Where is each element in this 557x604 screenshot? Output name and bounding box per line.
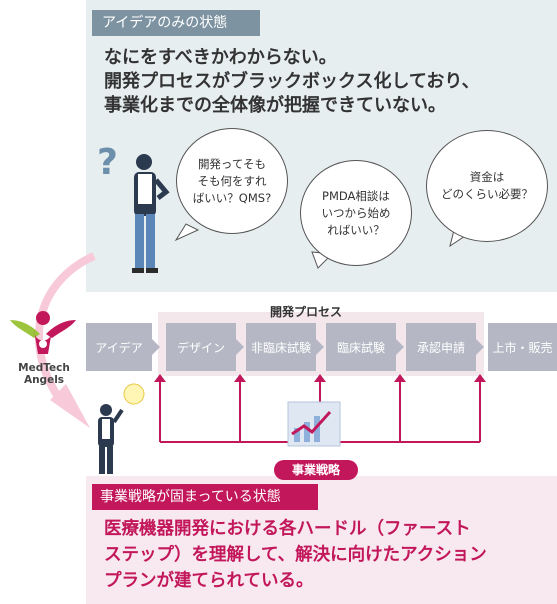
- step-arrows: [152, 339, 484, 355]
- current-state-heading: なにをすべきかわからない。 開発プロセスがブラックボックス化しており、 事業化ま…: [104, 46, 544, 118]
- process-step-idea: アイデア: [86, 323, 152, 371]
- question-mark-icon: ?: [97, 142, 118, 183]
- logo-text: MedTech Angels: [14, 362, 74, 386]
- process-step-launch: 上市・販売: [488, 323, 557, 371]
- current-state-heading-line: 事業化までの全体像が把握できていない。: [104, 95, 446, 116]
- confident-person-illustration: [98, 383, 145, 474]
- question-bubble-pmda: PMDA相談は いつから始め ればいい？: [300, 160, 412, 266]
- business-strategy-label: 事業戦略: [274, 460, 358, 480]
- question-bubble-qms: 開発ってそも そも何をすれ ばいい？QMS?: [176, 128, 288, 234]
- current-state-heading-line: なにをすべきかわからない。: [104, 47, 337, 68]
- confused-person-illustration: [132, 154, 170, 273]
- process-step-design: デザイン: [166, 323, 236, 371]
- target-state-heading-line: 医療機器開発における各ハードル（ファースト: [104, 519, 471, 539]
- logo-text-line: Angels: [23, 374, 65, 386]
- process-step-nonclinical: 非臨床試験: [246, 323, 316, 371]
- medtech-angels-logo: [10, 311, 76, 354]
- current-state-heading-line: 開発プロセスがブラックボックス化しており、: [104, 71, 480, 92]
- logo-text-line: MedTech: [18, 362, 70, 374]
- question-bubble-text: 開発ってそも そも何をすれ ばいい？QMS?: [192, 156, 272, 205]
- target-state-heading: 医療機器開発における各ハードル（ファースト ステップ）を理解して、解決に向けたア…: [104, 516, 544, 594]
- question-bubble-text: PMDA相談は いつから始め ればいい？: [321, 188, 391, 237]
- process-step-approval: 承認申請: [406, 323, 476, 371]
- question-bubble-funding: 資金は どのくらい必要？: [426, 130, 548, 242]
- process-step-clinical: 臨床試験: [326, 323, 396, 371]
- question-bubble-text: 資金は どのくらい必要？: [441, 170, 533, 201]
- target-state-heading-line: プランが建てられている。: [104, 571, 314, 591]
- target-state-heading-line: ステップ）を理解して、解決に向けたアクション: [104, 545, 487, 565]
- development-process-label: 開発プロセス: [270, 305, 343, 319]
- target-state-tag: 事業戦略が固まっている状態: [92, 484, 318, 510]
- strategy-chart-icon: [287, 401, 341, 447]
- current-state-tag: アイデアのみの状態: [92, 10, 260, 36]
